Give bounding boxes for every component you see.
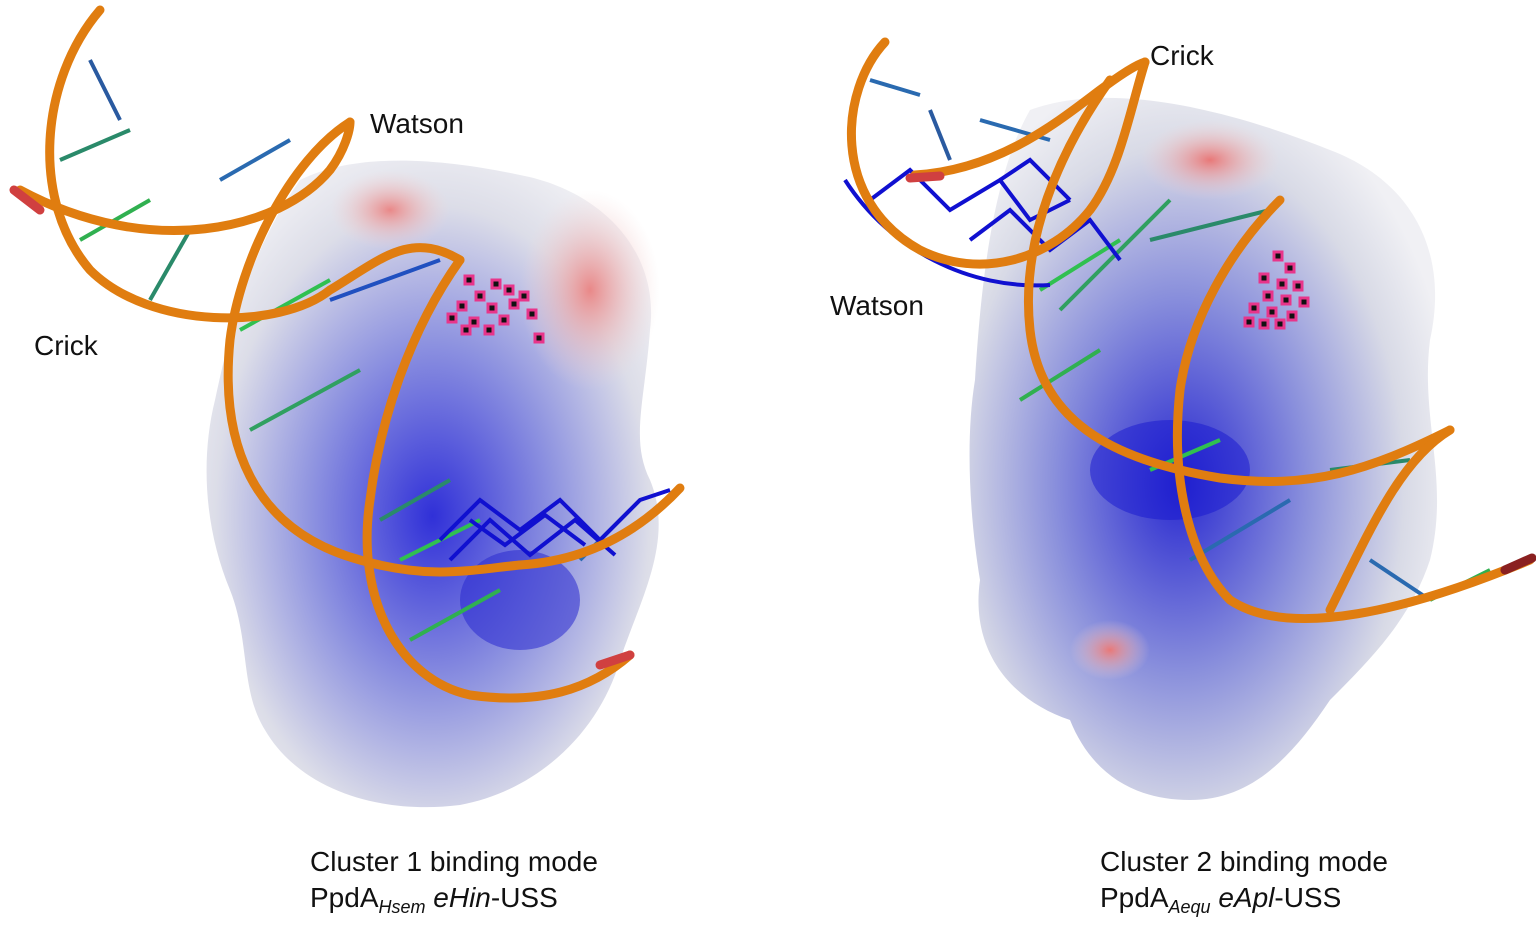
negative-patch <box>330 170 450 250</box>
strand-end <box>9 185 45 215</box>
caption-subtitle: PpdAAequ eApl-USS <box>1100 882 1342 917</box>
panel-cluster2: Crick Watson <box>770 0 1536 840</box>
positive-patch <box>460 550 580 650</box>
strand-end <box>1500 553 1536 575</box>
ligand-cluster-markers <box>446 274 545 344</box>
caption-title: Cluster 2 binding mode <box>1100 846 1388 877</box>
dna-backbone <box>846 37 1535 624</box>
caption-title: Cluster 1 binding mode <box>310 846 598 877</box>
crick-label: Crick <box>34 330 98 361</box>
watson-label: Watson <box>830 290 924 321</box>
panel-cluster1: Watson Crick <box>0 0 760 840</box>
caption-cluster1: Cluster 1 binding mode PpdAHsem eHin-USS <box>310 844 598 925</box>
bound-nucleotides <box>438 488 671 562</box>
crick-label: Crick <box>1150 40 1214 71</box>
protein-dna-structure-cluster2 <box>843 37 1536 800</box>
watson-label: Watson <box>370 108 464 139</box>
negative-patch <box>1070 620 1150 680</box>
protein-dna-structure-cluster1 <box>9 5 685 808</box>
caption-subtitle: PpdAHsem eHin-USS <box>310 882 558 917</box>
dna-backbone <box>15 5 685 703</box>
strand-end <box>595 650 635 670</box>
strand-end <box>905 171 945 183</box>
ligand-cluster-markers <box>1243 250 1310 330</box>
caption-cluster2: Cluster 2 binding mode PpdAAequ eApl-USS <box>1100 844 1388 925</box>
negative-patch <box>520 190 660 390</box>
negative-patch <box>1140 120 1280 200</box>
